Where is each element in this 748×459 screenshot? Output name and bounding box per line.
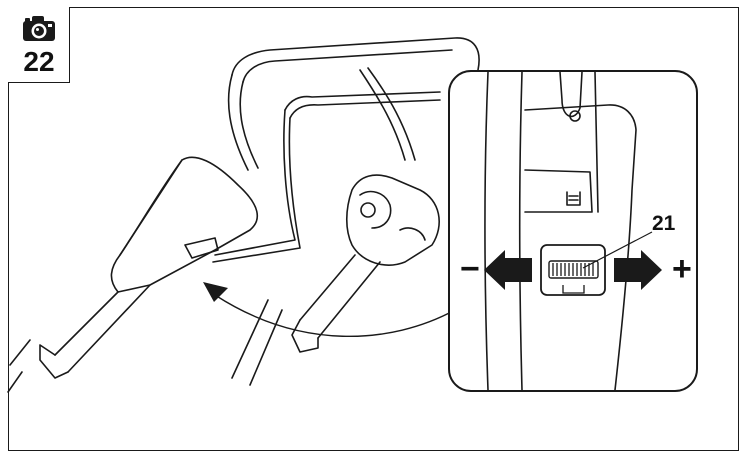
handle-left-upright xyxy=(227,74,249,171)
inset-tube-left-edge xyxy=(484,71,489,391)
left-lower-tube xyxy=(54,284,151,373)
camera-icon xyxy=(23,16,55,41)
handle-clamp xyxy=(345,174,440,266)
right-lower-tube xyxy=(299,254,381,339)
right-direction-arrow xyxy=(614,250,662,290)
figure-number: 22 xyxy=(23,46,55,77)
inset-tube-right-edge xyxy=(518,71,523,391)
bail-wire xyxy=(284,91,441,111)
rotation-arrow xyxy=(214,294,456,338)
callout-number: 21 xyxy=(652,212,676,235)
inset-lever-body xyxy=(524,104,637,391)
figure-number-badge: 22 xyxy=(8,7,70,83)
left-direction-arrow xyxy=(484,250,532,290)
callout-leader xyxy=(582,231,653,269)
handle-bar-inner xyxy=(242,49,453,83)
minus-sign: − xyxy=(460,250,480,288)
left-handle-grip xyxy=(110,156,259,293)
handle-bar-outer xyxy=(231,37,480,76)
rotation-arrowhead xyxy=(203,282,228,302)
plus-sign: + xyxy=(672,250,692,288)
